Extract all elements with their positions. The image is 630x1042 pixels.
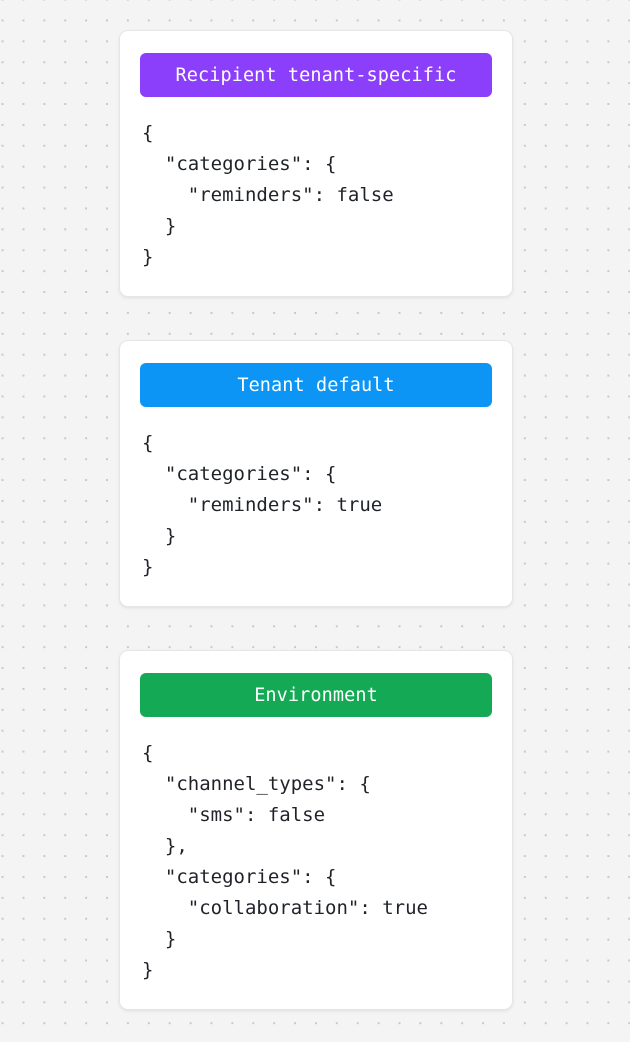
card-tenant-default: Tenant default { "categories": { "remind… [119,340,513,607]
card-body-environment: { "channel_types": { "sms": false }, "ca… [142,742,428,981]
card-header-tenant-default: Tenant default [140,363,492,407]
card-body-recipient-tenant-specific: { "categories": { "reminders": false } } [142,122,394,268]
card-header-environment: Environment [140,673,492,717]
card-header-recipient-tenant-specific: Recipient tenant-specific [140,53,492,97]
card-body-tenant-default: { "categories": { "reminders": true } } [142,432,383,578]
card-recipient-tenant-specific: Recipient tenant-specific { "categories"… [119,30,513,297]
card-environment: Environment { "channel_types": { "sms": … [119,650,513,1010]
